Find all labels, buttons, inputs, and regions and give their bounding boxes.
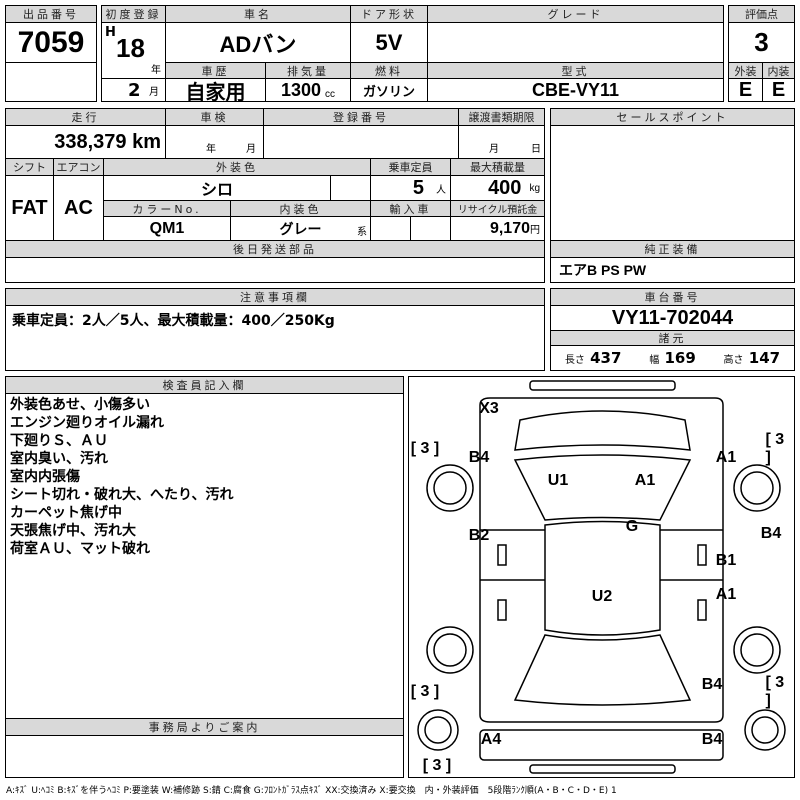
- note: エンジン廻りオイル漏れ: [10, 415, 164, 431]
- year-unit: 年: [151, 65, 161, 76]
- width: 幅 169: [649, 349, 696, 367]
- equip-label: 純正装備: [550, 240, 795, 258]
- load-value: 400: [488, 176, 522, 199]
- legend: A:ｷｽﾞ U:ﾍｺﾐ B:ｷｽﾞを伴うﾍｺﾐ P:要塗装 W:補修跡 S:錆 …: [6, 786, 617, 796]
- note: シート切れ・破れ大、へたり、汚れ: [10, 487, 234, 503]
- mark-B4: B4: [760, 525, 782, 542]
- mark-panel-3: [ 3 ]: [765, 674, 785, 709]
- mark-X3: X3: [479, 400, 499, 417]
- month: 2: [128, 80, 141, 101]
- mark-B4: B4: [701, 676, 723, 693]
- mark-B4: B4: [701, 731, 723, 748]
- name-label: 車名: [165, 5, 351, 23]
- regno-label: 登録番号: [263, 108, 459, 126]
- interior-suffix: 系: [357, 227, 367, 238]
- note: 天張焦げ中、汚れ大: [10, 523, 136, 539]
- era: H: [105, 25, 116, 40]
- tr-month: 月: [489, 144, 499, 155]
- mark-panel-3: [ 3 ]: [410, 440, 440, 457]
- recycle-unit: 円: [530, 225, 540, 236]
- year: 18: [116, 33, 145, 63]
- mark-B2: B2: [468, 527, 490, 544]
- note: 室内内張傷: [10, 469, 80, 485]
- damage-diagram: [408, 376, 795, 778]
- lot-blank: [5, 62, 97, 102]
- mark-U1: U1: [547, 472, 569, 489]
- inspection-label: 車検: [165, 108, 264, 126]
- width-value: 169: [664, 349, 696, 367]
- month-unit: 月: [149, 87, 159, 98]
- height-value: 147: [748, 349, 781, 367]
- length: 長さ 437: [565, 349, 622, 367]
- int-label: 内装: [762, 62, 795, 79]
- mark-B1: B1: [715, 552, 737, 569]
- height: 高さ 147: [724, 349, 781, 367]
- office-notes: [5, 735, 404, 778]
- transfer-label: 譲渡書類期限: [458, 108, 545, 126]
- shift-label: シフト: [5, 158, 54, 176]
- disp-unit: cc: [325, 88, 336, 100]
- note: 下廻りＳ、ＡＵ: [10, 433, 108, 449]
- equipment: エアB PS PW: [550, 257, 795, 283]
- inspector-notes: 外装色あせ、小傷多い エンジン廻りオイル漏れ 下廻りＳ、ＡＵ 室内臭い、汚れ 室…: [5, 393, 404, 719]
- insp-month: 月: [246, 144, 256, 155]
- caution-text: 乗車定員：2人／5人、最大積載量：400／250Kg: [5, 305, 545, 371]
- height-label: 高さ: [723, 355, 744, 366]
- length-label: 長さ: [564, 355, 585, 366]
- capacity-label: 乗車定員: [370, 158, 451, 176]
- tr-day: 日: [531, 144, 541, 155]
- load-unit: kg: [529, 182, 540, 194]
- model-code: CBE-VY11: [427, 78, 724, 102]
- mark-A1: A1: [634, 472, 656, 489]
- load-label: 最大積載量: [450, 158, 545, 176]
- length-value: 437: [590, 349, 622, 367]
- mark-panel-3: [ 3 ]: [410, 683, 440, 700]
- chassis-label: 車台番号: [550, 288, 795, 306]
- note: 外装色あせ、小傷多い: [10, 397, 150, 413]
- disp-value: 1300: [280, 79, 322, 100]
- mark-A4: A4: [480, 731, 502, 748]
- note: 荷室ＡＵ、マット破れ: [10, 541, 150, 557]
- interior-value: グレー: [279, 220, 322, 237]
- mark-U2: U2: [591, 588, 613, 605]
- mark-A1: A1: [715, 449, 737, 466]
- width-label: 幅: [649, 355, 660, 366]
- score-label: 評価点: [728, 5, 795, 23]
- mark-G: G: [625, 518, 639, 535]
- capacity-value: 5: [412, 176, 424, 199]
- mark-A1: A1: [715, 586, 737, 603]
- int-grade: E: [762, 78, 795, 102]
- mark-B4: B4: [468, 449, 490, 466]
- note: カーペット焦げ中: [10, 505, 122, 521]
- mark-panel-3: [ 3 ]: [765, 431, 785, 466]
- spec-values: 長さ 437 幅 169 高さ 147: [550, 345, 795, 371]
- insp-year: 年: [206, 144, 216, 155]
- recycle-value: 9,170: [489, 219, 530, 237]
- capacity-unit: 人: [436, 184, 446, 196]
- mark-panel-3: [ 3 ]: [422, 757, 452, 774]
- later-parts: [5, 257, 545, 283]
- note: 室内臭い、汚れ: [10, 451, 108, 467]
